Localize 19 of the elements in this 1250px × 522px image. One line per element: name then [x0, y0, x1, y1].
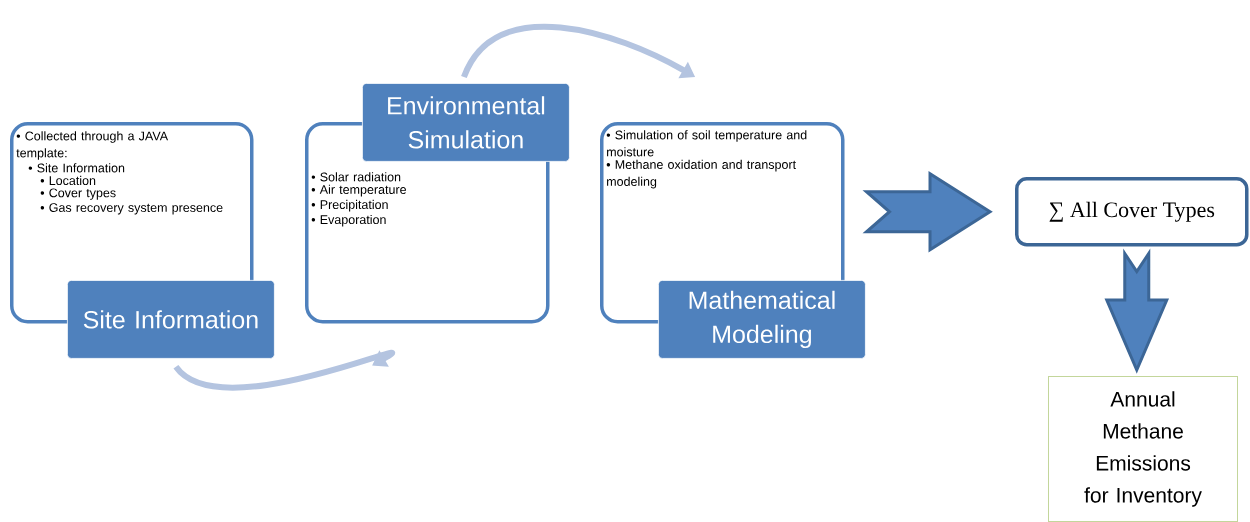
- title-tab: Mathematical Modeling: [658, 280, 866, 359]
- bullet-item: • Gas recovery system presence: [40, 203, 223, 215]
- title-tab: Environmental Simulation: [362, 83, 570, 162]
- bullet-item: • Solar radiation: [311, 172, 401, 182]
- bullet-item: • Cover types: [40, 188, 116, 200]
- block-arrow: [1104, 248, 1170, 374]
- block-arrow: [862, 171, 993, 253]
- title-tab: Site Information: [67, 280, 275, 359]
- bullet-item: • Precipitation: [311, 199, 388, 212]
- bullet-item: • Site Information: [28, 163, 125, 173]
- sum-box: ∑ All Cover Types: [1015, 177, 1249, 247]
- bullet-item: • Location: [40, 175, 96, 185]
- bullet-item: • Collected through a JAVA template:: [16, 131, 169, 160]
- bullet-item: • Simulation of soil temperature and moisture: [606, 130, 807, 157]
- curved-arrow: [173, 350, 394, 391]
- bullet-item: • Air temperature: [311, 184, 406, 197]
- bullet-item: • Evaporation: [311, 214, 386, 227]
- result-box: Annual Methane Emissions for Inventory: [1048, 376, 1238, 522]
- bullet-item: • Methane oxidation and transport modeling: [606, 159, 796, 189]
